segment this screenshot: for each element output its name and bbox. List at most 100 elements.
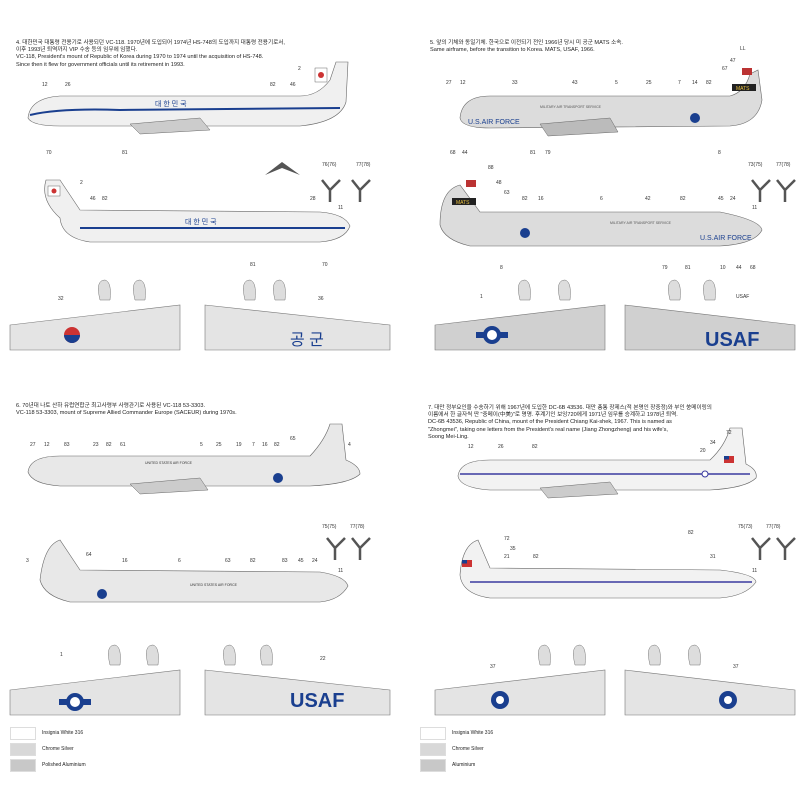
callout-label: 2 (298, 66, 301, 72)
callout-label: 76(76) (322, 162, 337, 168)
callout-label: 12 (468, 444, 474, 450)
caption-line: Soong Mei-Ling. (428, 433, 469, 440)
callout-label: 45 (298, 558, 304, 564)
callout-label: 68 (750, 265, 756, 271)
propeller-icon (321, 179, 371, 202)
legend-label: Chrome Silver (452, 746, 484, 752)
callout-label: 26 (498, 444, 504, 450)
callout-label: 77(78) (356, 162, 371, 168)
callout-label: 70 (322, 262, 328, 268)
callout-label: 63 (225, 558, 231, 564)
callout-label: 43 (572, 80, 578, 86)
callout-label: 12 (460, 80, 466, 86)
callout-label: 46 (290, 82, 296, 88)
panel-4: 4. 대한민국 대통령 전용기로 사용되던 VC-118. 1970년에 도입되… (0, 0, 400, 400)
callout-label: 25 (216, 442, 222, 448)
callout-label: 61 (120, 442, 126, 448)
callout-label: 31 (710, 554, 716, 560)
callout-label: 32 (58, 296, 64, 302)
legend-item: Aluminium (420, 757, 493, 773)
callout-label: 77(78) (766, 524, 781, 530)
fuselage-text: U.S.AIR FORCE (468, 119, 520, 126)
callout-label: 63 (504, 190, 510, 196)
fuselage-text: 대 한 민 국 (185, 217, 217, 226)
caption-line: 이후 1993년 퇴역까지 VIP 수송 등의 임무에 임했다. (16, 47, 138, 54)
fuselage-text: UNITED STATES AIR FORCE (190, 583, 238, 587)
callout-label: 37 (490, 664, 496, 670)
wing-view-left (434, 279, 606, 351)
callout-label: 82 (532, 444, 538, 450)
callout-label: 11 (338, 205, 344, 211)
callout-label: 44 (736, 265, 742, 271)
callout-label: 70 (46, 150, 52, 156)
aircraft-side-view-2: MATS U.S.AIR FORCE MILITARY AIR TRANSPOR… (439, 180, 763, 247)
callout-label: 68 (450, 150, 456, 156)
callout-label: 6 (178, 558, 181, 564)
wing-view-right: 공 군 (204, 279, 391, 351)
aircraft-side-view-1 (457, 427, 757, 499)
callout-label: 28 (310, 196, 316, 202)
callout-label: 16 (122, 558, 128, 564)
panel-7-caption: 7. 대만 정부요인을 수송하기 위해 1967년에 도입한 DC-6B 435… (428, 405, 712, 441)
caption-line: 6. 70년대 나토 산하 유럽연합군 최고사령부 사령관기로 사용된 VC-1… (16, 403, 206, 409)
aircraft-side-view-2 (459, 539, 757, 599)
callout-label: 33 (512, 80, 518, 86)
legend-item: Chrome Silver (10, 741, 86, 757)
callout-label: LL (740, 46, 746, 52)
fuselage-text: 대 한 민 국 (155, 99, 187, 108)
callout-label: 77(78) (776, 162, 791, 168)
panel-4-caption: 4. 대한민국 대통령 전용기로 사용되던 VC-118. 1970년에 도입되… (16, 40, 285, 69)
propeller-icon (326, 537, 371, 560)
callout-label: 5 (615, 80, 618, 86)
callout-label: 77(78) (350, 524, 365, 530)
legend-item: Polished Aluminium (10, 757, 86, 773)
callout-label: 11 (752, 568, 758, 574)
panel-5-drawings: MATS U.S.AIR FORCE MILITARY AIR TRANSPOR… (434, 68, 796, 351)
legend-label: Chrome Silver (42, 746, 74, 752)
callout-label: 83 (64, 442, 70, 448)
caption-line: 5. 앞의 기체와 동일기체. 한국으로 이전되기 전인 1966년 당시 미 … (430, 40, 623, 46)
tail-text: MATS (736, 86, 750, 92)
panel-4-drawings: 대 한 민 국 대 한 민 국 공 군 (9, 61, 391, 351)
panel-5-caption: 5. 앞의 기체와 동일기체. 한국으로 이전되기 전인 1966년 당시 미 … (430, 40, 623, 54)
callout-label: 27 (446, 80, 452, 86)
legend-label: Aluminium (452, 762, 476, 768)
callout-label: 82 (680, 196, 686, 202)
callout-label: 82 (274, 442, 280, 448)
aircraft-side-view-2: 대 한 민 국 (44, 179, 351, 243)
panel-5: 5. 앞의 기체와 동일기체. 한국으로 이전되기 전인 1966년 당시 미 … (400, 0, 800, 400)
callout-label: 2 (80, 180, 83, 186)
callout-label: 34 (710, 440, 716, 446)
caption-line: 4. 대한민국 대통령 전용기로 사용되던 VC-118. 1970년에 도입되… (16, 40, 285, 46)
callout-label: 25 (646, 80, 652, 86)
callout-label: 79 (662, 265, 668, 271)
wing-view-left (9, 279, 181, 351)
color-legend-left: Insignia White 316 Chrome Silver Polishe… (10, 725, 86, 773)
callout-label: 64 (86, 552, 92, 558)
propeller-icon (751, 179, 796, 202)
color-legend-right: Insignia White 316 Chrome Silver Alumini… (420, 725, 493, 773)
callout-label: 42 (645, 196, 651, 202)
caption-line: Same airframe, before the transition to … (430, 47, 595, 54)
wing-view-right: USAF (624, 279, 796, 351)
service-text: MILITARY AIR TRANSPORT SERVICE (610, 221, 672, 225)
caption-line: "Zhongmei", taking one letters from the … (428, 426, 668, 433)
caption-line: 이름에서 한 글자씩 딴 "중메이(中美)"로 명명. 후계기인 보잉720에게… (428, 412, 678, 419)
panel-6: 6. 70년대 나토 산하 유럽연합군 최고사령부 사령관기로 사용된 VC-1… (0, 400, 400, 800)
chevron-icon (265, 162, 300, 175)
callout-label: 16 (262, 442, 268, 448)
callout-label: 16 (538, 196, 544, 202)
callout-label: 75(73) (738, 524, 753, 530)
caption-line: VC-118, President's mount of Republic of… (16, 54, 264, 61)
callout-label: 12 (42, 82, 48, 88)
propeller-icon (751, 537, 796, 560)
callout-label: 81 (122, 150, 128, 156)
callout-label: 8 (500, 265, 503, 271)
wing-view-right: USAF (204, 644, 391, 716)
panel-6-drawings: UNITED STATES AIR FORCE UNITED STATES AI… (9, 423, 391, 716)
aircraft-side-view-1: 대 한 민 국 (27, 61, 349, 135)
callout-label: 8 (718, 150, 721, 156)
fuselage-text: U.S.AIR FORCE (700, 235, 752, 242)
callout-label: 11 (752, 205, 758, 211)
callout-label: 44 (462, 150, 468, 156)
